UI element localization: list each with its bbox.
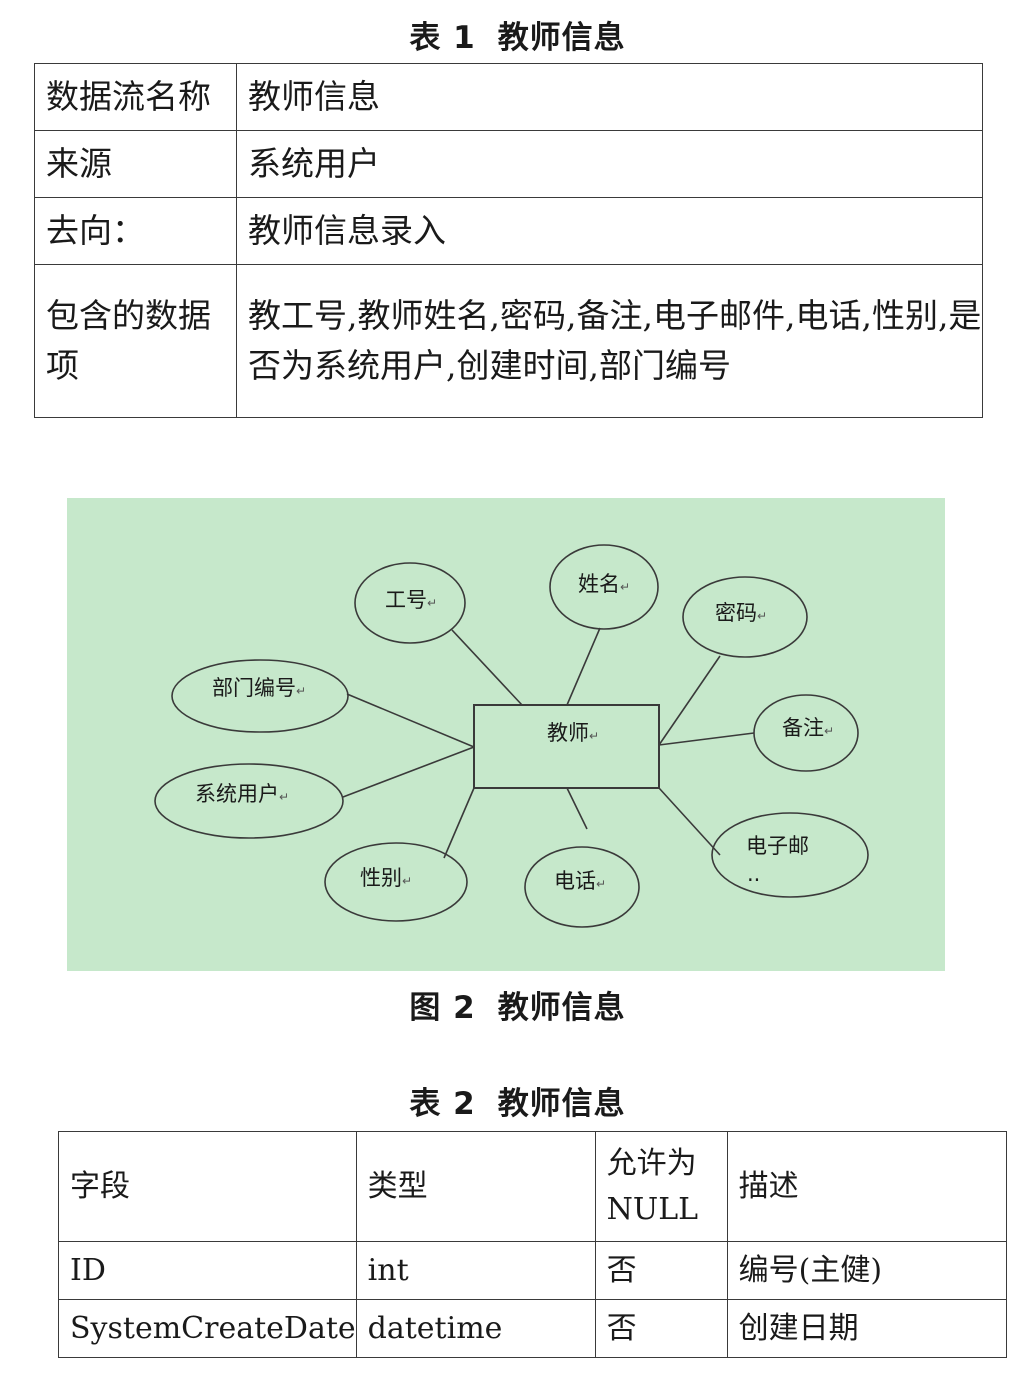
attr-label: 姓名↵ <box>578 572 630 596</box>
teacher-entity-box <box>473 704 660 789</box>
table-row: 去向： 教师信息录入 <box>34 197 983 265</box>
table1-caption-title: 教师信息 <box>497 20 626 56</box>
row-key-items: 包含的数据项 <box>34 264 237 418</box>
attr-label: 电子邮 <box>746 834 809 858</box>
attr-label: 系统用户↵ <box>195 782 289 806</box>
figure-caption-title: 教师信息 <box>497 990 626 1026</box>
column-header-nullable: 允许为NULL <box>594 1131 728 1242</box>
column-header-type: 类型 <box>355 1131 596 1242</box>
attr-label: 电话↵ <box>554 869 606 893</box>
attr-department-ellipse <box>171 659 349 733</box>
table-row: SystemCreateDate datetime 否 创建日期 <box>58 1299 1008 1358</box>
attr-phone-ellipse <box>524 846 640 928</box>
table1-caption: 表 1 教师信息 <box>0 12 1035 57</box>
cell-field: SystemCreateDate <box>58 1299 357 1358</box>
row-value-destination: 教师信息录入 <box>236 197 983 265</box>
attr-ellipsis: .. <box>747 862 760 886</box>
field-table: 字段 类型 允许为NULL 描述 ID int 否 编号(主健) SystemC… <box>58 1131 1008 1358</box>
row-value-source: 系统用户 <box>236 130 983 198</box>
column-header-field: 字段 <box>58 1131 357 1242</box>
cell-nullable: 否 <box>594 1241 728 1300</box>
attr-label: 备注↵ <box>782 716 834 740</box>
table2-caption: 表 2 教师信息 <box>0 1078 1035 1123</box>
figure-caption-number: 图 2 <box>409 990 476 1026</box>
attr-remark-ellipse <box>753 694 859 772</box>
table-row: 来源 系统用户 <box>34 130 983 198</box>
cell-type: int <box>355 1241 596 1300</box>
table1-caption-number: 表 1 <box>409 20 476 56</box>
connector-line <box>658 655 721 746</box>
row-value-items: 教工号,教师姓名,密码,备注,电子邮件,电话,性别,是否为系统用户,创建时间,部… <box>236 264 983 418</box>
attr-password-ellipse <box>682 576 808 658</box>
attr-label: 性别↵ <box>360 866 412 890</box>
connector-line <box>451 629 523 706</box>
table-header-row: 字段 类型 允许为NULL 描述 <box>58 1131 1008 1242</box>
entity-label: 教师↵ <box>547 721 599 745</box>
table-row: ID int 否 编号(主健) <box>58 1241 1008 1300</box>
cell-description: 创建日期 <box>726 1299 1008 1358</box>
er-diagram: 教师↵ 工号↵ 姓名↵ 密码↵ 部门编号↵ 备注↵ 系统用户↵ 电子邮 .. 性… <box>67 498 945 971</box>
connector-line <box>566 627 601 706</box>
cell-field: ID <box>58 1241 357 1300</box>
data-flow-table: 数据流名称 教师信息 来源 系统用户 去向： 教师信息录入 包含的数据项 教工号… <box>34 63 983 418</box>
column-header-description: 描述 <box>726 1131 1008 1242</box>
connector-line <box>346 693 475 748</box>
row-key-source: 来源 <box>34 130 237 198</box>
attr-email-ellipse <box>711 812 869 898</box>
cell-description: 编号(主健) <box>726 1241 1008 1300</box>
row-key-destination: 去向： <box>34 197 237 265</box>
cell-nullable: 否 <box>594 1299 728 1358</box>
table2-caption-title: 教师信息 <box>497 1086 626 1122</box>
attr-system-user-ellipse <box>154 763 344 839</box>
connector-line <box>658 787 721 856</box>
attr-gender-ellipse <box>324 842 468 922</box>
attr-label: 部门编号↵ <box>212 676 306 700</box>
connector-line <box>658 732 755 746</box>
connector-line <box>342 746 475 798</box>
attr-label: 工号↵ <box>385 588 437 612</box>
cell-type: datetime <box>355 1299 596 1358</box>
connector-line <box>443 787 475 859</box>
table-row: 数据流名称 教师信息 <box>34 63 983 131</box>
figure-caption: 图 2 教师信息 <box>0 982 1035 1027</box>
row-key-name: 数据流名称 <box>34 63 237 131</box>
attr-id-ellipse <box>354 562 466 644</box>
table2-caption-number: 表 2 <box>409 1086 476 1122</box>
table-row: 包含的数据项 教工号,教师姓名,密码,备注,电子邮件,电话,性别,是否为系统用户… <box>34 264 983 418</box>
row-value-name: 教师信息 <box>236 63 983 131</box>
er-diagram-canvas: 教师↵ 工号↵ 姓名↵ 密码↵ 部门编号↵ 备注↵ 系统用户↵ 电子邮 .. 性… <box>154 544 869 928</box>
attr-name-ellipse <box>549 544 659 630</box>
connector-line <box>566 787 588 830</box>
attr-label: 密码↵ <box>715 601 767 625</box>
